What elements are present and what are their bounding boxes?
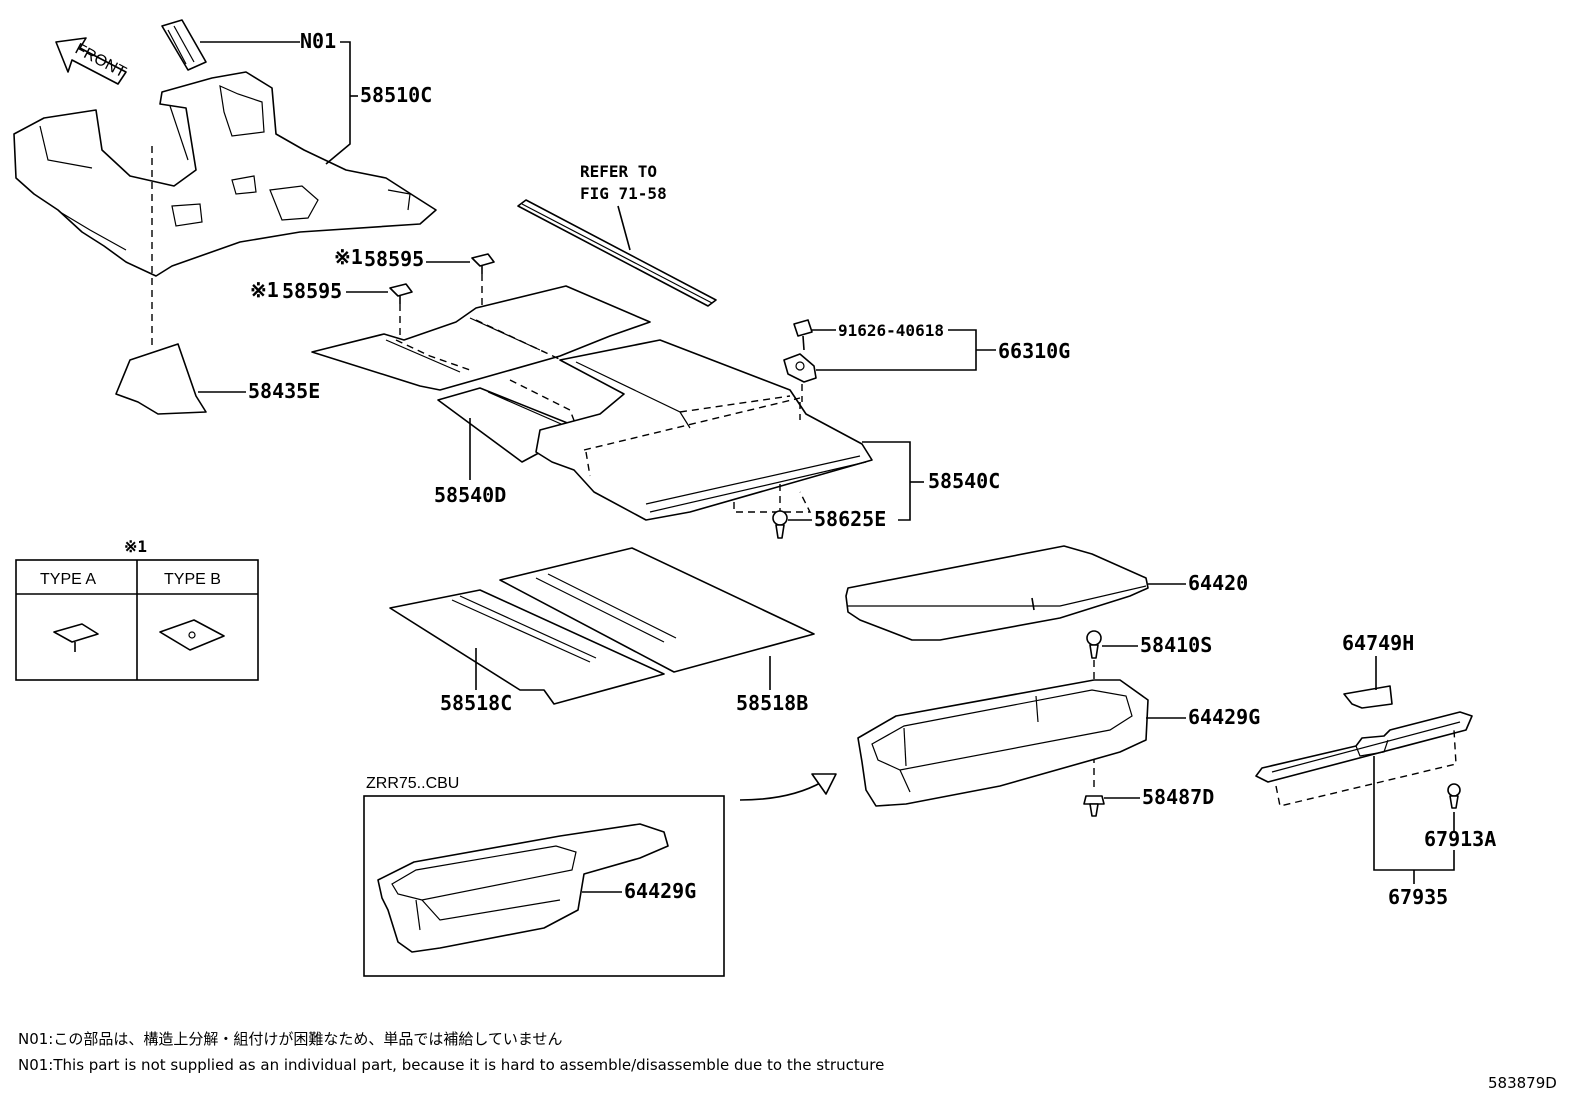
front-arrow-icon bbox=[55, 37, 127, 85]
clip-type-a-icon bbox=[53, 623, 99, 652]
floor-silencer-58435e bbox=[115, 343, 207, 415]
label-58625e: 58625E bbox=[814, 507, 886, 531]
clip-type-b-icon bbox=[159, 619, 225, 651]
marker-1a: ※1 bbox=[334, 245, 363, 269]
label-64429g: 64429G bbox=[1188, 705, 1260, 729]
clip-67913a bbox=[1447, 783, 1461, 809]
accelerator-pad bbox=[161, 19, 207, 71]
label-58540d: 58540D bbox=[434, 483, 506, 507]
screw-58410s bbox=[1086, 630, 1102, 659]
label-n01: N01 bbox=[300, 29, 336, 53]
deck-board-64420 bbox=[845, 545, 1149, 641]
label-91626-40618: 91626-40618 bbox=[838, 321, 944, 340]
marker-1b: ※1 bbox=[250, 278, 279, 302]
inset-arrow-icon bbox=[739, 773, 837, 801]
floor-carpet bbox=[13, 71, 437, 277]
label-67935: 67935 bbox=[1388, 885, 1448, 909]
deck-board-58518b bbox=[499, 547, 815, 673]
label-64429g-inset: 64429G bbox=[624, 879, 696, 903]
inset-title: ZRR75..CBU bbox=[366, 775, 459, 792]
label-58595-a: 58595 bbox=[364, 247, 424, 271]
label-67913a: 67913A bbox=[1424, 827, 1496, 851]
type-b-header: TYPE B bbox=[164, 571, 221, 588]
label-58518c: 58518C bbox=[440, 691, 512, 715]
footnote-jp: N01:この部品は、構造上分解・組付けが困難なため、単品では補給していません bbox=[18, 1030, 562, 1048]
clip-64749h bbox=[1343, 685, 1393, 709]
label-58487d: 58487D bbox=[1142, 785, 1214, 809]
footnote-en: N01:This part is not supplied as an indi… bbox=[18, 1056, 884, 1074]
diagram-id: 583879D bbox=[1488, 1074, 1557, 1092]
screw-58487d bbox=[1083, 795, 1105, 817]
clip-58595-b bbox=[389, 283, 413, 304]
clip-58625e bbox=[772, 510, 788, 539]
sill-strip bbox=[517, 199, 717, 307]
type-a-header: TYPE A bbox=[40, 571, 96, 588]
label-66310g: 66310G bbox=[998, 339, 1070, 363]
refer-note-line1: REFER TO bbox=[580, 162, 657, 181]
leader-58510c bbox=[325, 41, 351, 165]
label-58540c: 58540C bbox=[928, 469, 1000, 493]
bolt-91626 bbox=[793, 319, 813, 351]
label-58410s: 58410S bbox=[1140, 633, 1212, 657]
clip-58595-a bbox=[471, 253, 495, 274]
bracket-66310g bbox=[783, 353, 817, 383]
label-58435e: 58435E bbox=[248, 379, 320, 403]
label-64749h: 64749H bbox=[1342, 631, 1414, 655]
deck-board-58518c bbox=[389, 589, 665, 705]
label-58518b: 58518B bbox=[736, 691, 808, 715]
label-58595-b: 58595 bbox=[282, 279, 342, 303]
type-table: TYPE A TYPE B bbox=[15, 559, 259, 681]
label-64420: 64420 bbox=[1188, 571, 1248, 595]
floor-silencer-58540c bbox=[535, 339, 873, 521]
scuff-plate-67935 bbox=[1255, 711, 1473, 783]
type-table-marker: ※1 bbox=[124, 537, 147, 556]
inset-luggage-tray bbox=[377, 823, 669, 953]
inset-box bbox=[363, 795, 725, 977]
refer-note-line2: FIG 71-58 bbox=[580, 184, 667, 203]
label-58510c: 58510C bbox=[360, 83, 432, 107]
luggage-tray-64429g bbox=[857, 679, 1149, 807]
